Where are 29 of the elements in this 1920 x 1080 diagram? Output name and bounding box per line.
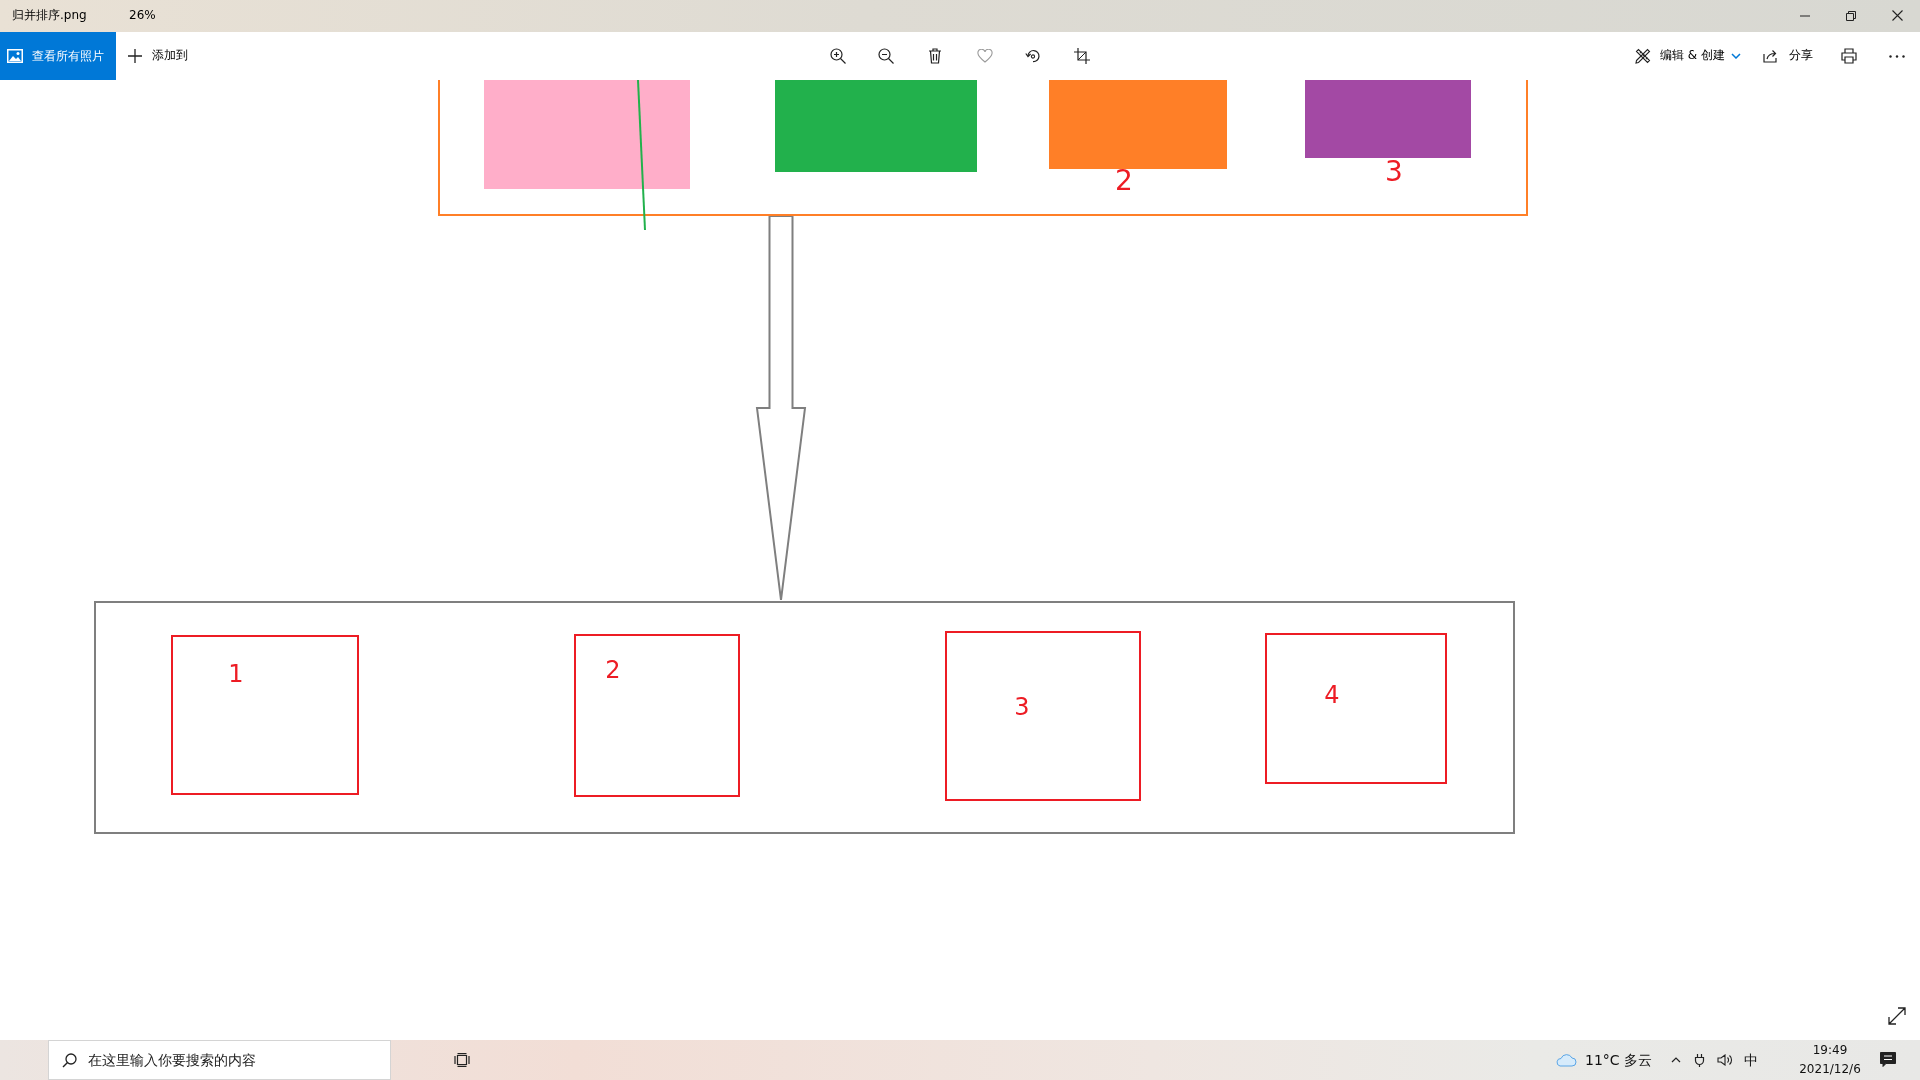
block-label: 2 <box>1115 164 1133 198</box>
box-number: 4 <box>1324 682 1340 710</box>
number-box <box>945 631 1141 801</box>
group-box <box>438 80 1528 216</box>
window-title: 归并排序.png <box>12 9 87 23</box>
filled-block <box>1305 80 1471 158</box>
number-box <box>1265 633 1447 784</box>
zoom-level: 26% <box>129 9 156 23</box>
filled-block <box>775 80 977 172</box>
block-label: 3 <box>1385 155 1403 189</box>
number-box <box>171 635 359 795</box>
filled-block <box>484 80 690 189</box>
share-label: 分享 <box>1789 49 1813 63</box>
box-number: 2 <box>605 657 621 685</box>
input-mode: 中 <box>1744 1051 1758 1069</box>
box-number: 1 <box>228 661 244 689</box>
weather-text: 多云 <box>1624 1051 1652 1069</box>
temperature: 11°C <box>1585 1051 1620 1069</box>
edit-create-label: 编辑 & 创建 <box>1660 49 1725 63</box>
search-field: 在这里输入你要搜索的内容 <box>48 1040 391 1080</box>
number-box <box>574 634 740 797</box>
block-arrow <box>755 215 807 601</box>
view-all-button: 查看所有照片 <box>0 32 116 80</box>
add-to-label: 添加到 <box>152 49 188 63</box>
clock-time: 19:49 <box>1812 1044 1848 1058</box>
group-box <box>94 601 1515 834</box>
box-number: 3 <box>1014 694 1030 722</box>
filled-block <box>1049 80 1227 169</box>
clock-date: 2021/12/6 <box>1799 1063 1861 1077</box>
